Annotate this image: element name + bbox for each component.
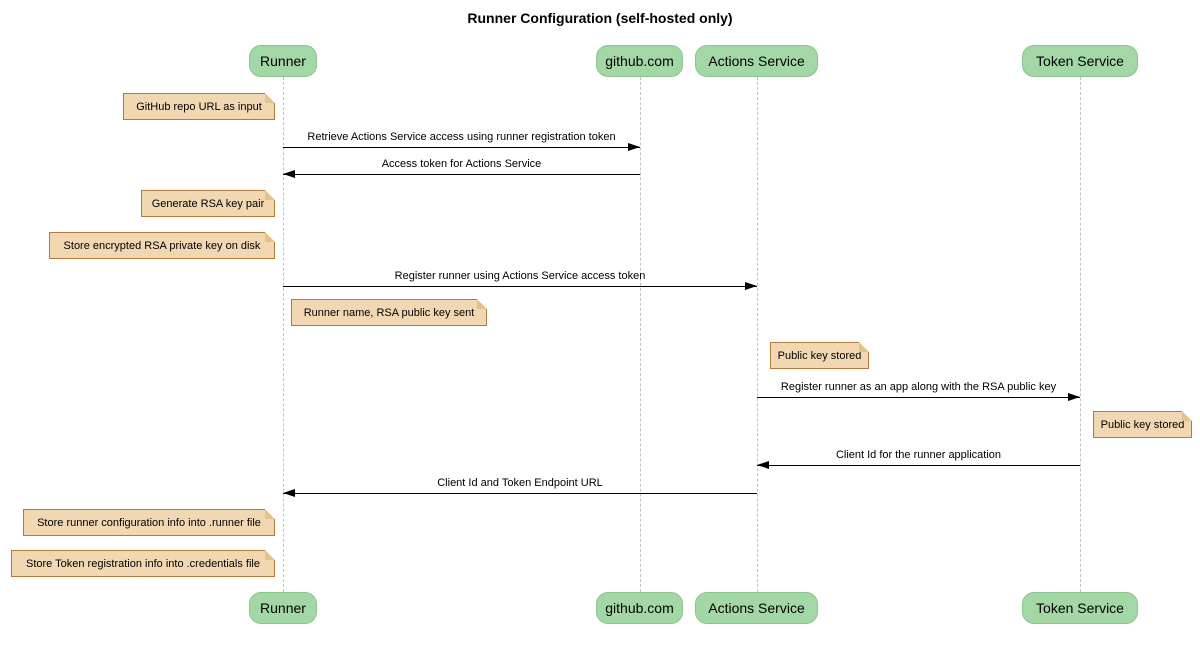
note-text: Generate RSA key pair xyxy=(151,197,265,210)
participant-label: Token Service xyxy=(1036,600,1124,616)
arrowhead-right-icon xyxy=(745,282,757,290)
note-store-private-key: Store encrypted RSA private key on disk xyxy=(49,232,275,259)
note-github-repo-url: GitHub repo URL as input xyxy=(123,93,275,120)
note-text: Store runner configuration info into .ru… xyxy=(37,516,261,529)
message-line xyxy=(283,286,757,287)
participant-label: Actions Service xyxy=(708,600,805,616)
message-line xyxy=(283,493,757,494)
participant-token-bottom: Token Service xyxy=(1022,592,1138,624)
message-label: Retrieve Actions Service access using ru… xyxy=(307,131,616,143)
lifeline-actions xyxy=(757,77,758,592)
message-label: Access token for Actions Service xyxy=(381,158,542,170)
note-runner-name-key-sent: Runner name, RSA public key sent xyxy=(291,299,487,326)
note-text: Store Token registration info into .cred… xyxy=(26,557,260,570)
message-label: Client Id and Token Endpoint URL xyxy=(437,477,603,489)
participant-label: Runner xyxy=(260,600,306,616)
message-label: Client Id for the runner application xyxy=(835,449,1002,461)
arrowhead-right-icon xyxy=(1068,393,1080,401)
note-text: Store encrypted RSA private key on disk xyxy=(63,239,261,252)
message-label: Register runner using Actions Service ac… xyxy=(394,270,646,282)
message-line xyxy=(283,147,640,148)
message-line xyxy=(283,174,640,175)
participant-runner-bottom: Runner xyxy=(249,592,317,624)
note-text: Runner name, RSA public key sent xyxy=(303,306,475,319)
message-line xyxy=(757,397,1080,398)
participant-label: github.com xyxy=(605,600,674,616)
participant-token-top: Token Service xyxy=(1022,45,1138,77)
lifeline-github xyxy=(640,77,641,592)
lifeline-token xyxy=(1080,77,1081,592)
note-text: Public key stored xyxy=(1100,418,1185,431)
note-public-key-stored-actions: Public key stored xyxy=(770,342,869,369)
note-store-credentials-file: Store Token registration info into .cred… xyxy=(11,550,275,577)
participant-actions-top: Actions Service xyxy=(695,45,818,77)
arrowhead-left-icon xyxy=(757,461,769,469)
arrowhead-left-icon xyxy=(283,489,295,497)
note-generate-rsa: Generate RSA key pair xyxy=(141,190,275,217)
note-text: GitHub repo URL as input xyxy=(136,100,262,113)
participant-actions-bottom: Actions Service xyxy=(695,592,818,624)
arrowhead-left-icon xyxy=(283,170,295,178)
note-text: Public key stored xyxy=(777,349,862,362)
participant-label: Runner xyxy=(260,53,306,69)
message-line xyxy=(757,465,1080,466)
participant-label: Actions Service xyxy=(708,53,805,69)
diagram-title: Runner Configuration (self-hosted only) xyxy=(467,10,733,26)
note-store-runner-file: Store runner configuration info into .ru… xyxy=(23,509,275,536)
participant-label: github.com xyxy=(605,53,674,69)
participant-github-top: github.com xyxy=(596,45,683,77)
arrowhead-right-icon xyxy=(628,143,640,151)
participant-label: Token Service xyxy=(1036,53,1124,69)
participant-runner-top: Runner xyxy=(249,45,317,77)
note-public-key-stored-token: Public key stored xyxy=(1093,411,1192,438)
lifeline-runner xyxy=(283,77,284,592)
message-label: Register runner as an app along with the… xyxy=(780,381,1057,393)
participant-github-bottom: github.com xyxy=(596,592,683,624)
